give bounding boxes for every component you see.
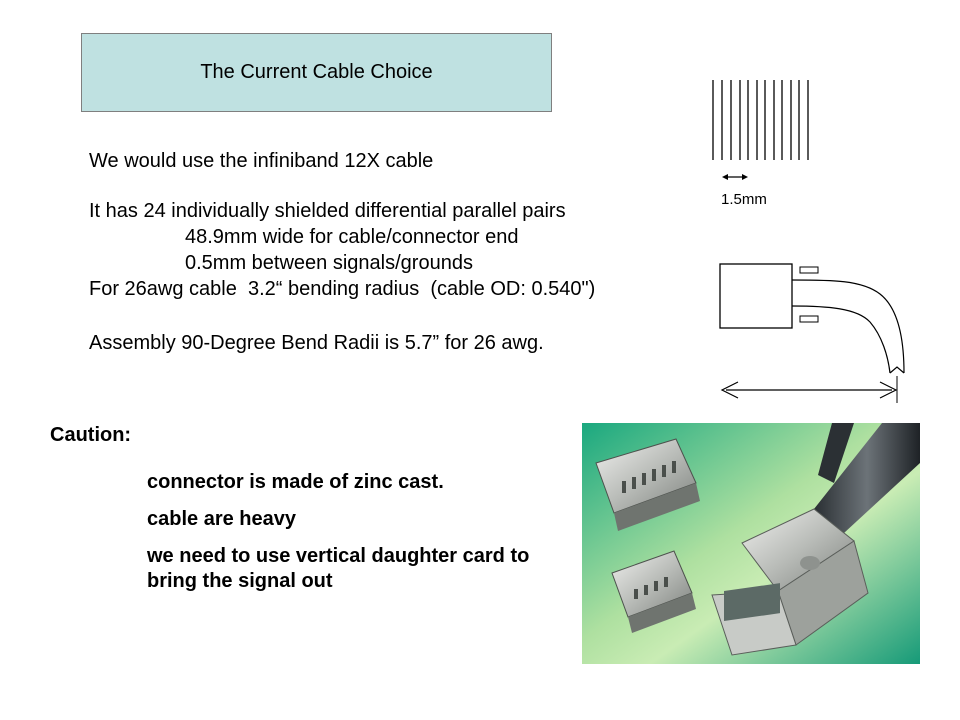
- pin-lines: [712, 80, 809, 160]
- caution-heading: Caution:: [50, 424, 132, 446]
- connector-tab-top: [799, 266, 819, 274]
- body-text: We would use the infiniband 12X cable It…: [89, 148, 709, 356]
- caution-item-zinc: connector is made of zinc cast.: [147, 471, 444, 493]
- cable-end: [889, 366, 905, 374]
- title-box: The Current Cable Choice: [81, 33, 552, 112]
- arrow-left: [720, 381, 739, 399]
- body-line-width: 48.9mm wide for cable/connector end: [185, 226, 519, 248]
- dimension-label: 1.5mm: [721, 191, 767, 208]
- arrow-right: [879, 381, 898, 399]
- body-line-cable-choice: We would use the infiniband 12X cable: [89, 150, 434, 172]
- cable-outer-curve: [791, 279, 905, 374]
- cable-inner-curve: [791, 305, 891, 374]
- caution-list: connector is made of zinc cast. cable ar…: [147, 470, 547, 606]
- page-title: The Current Cable Choice: [200, 61, 433, 83]
- body-line-assembly: Assembly 90-Degree Bend Radii is 5.7” fo…: [89, 332, 544, 354]
- body-line-spacing: 0.5mm between signals/grounds: [185, 252, 473, 274]
- dimension-arrow: [722, 174, 748, 180]
- caution-item-daughter-card: we need to use vertical daughter card to…: [147, 545, 530, 592]
- connector-photo-art: [582, 423, 920, 664]
- body-line-bend-radius: For 26awg cable 3.2“ bending radius (cab…: [89, 278, 596, 300]
- spacer: [89, 174, 709, 198]
- bend-radius-diagram: [719, 263, 905, 403]
- connector-tab-bottom: [799, 315, 819, 323]
- connector-photo: [582, 423, 920, 664]
- connector-outline: [719, 263, 793, 329]
- body-line-pairs: It has 24 individually shielded differen…: [89, 200, 566, 222]
- caution-item-heavy: cable are heavy: [147, 508, 296, 530]
- spacer: [89, 302, 709, 330]
- pin-spacing-diagram: [712, 80, 809, 180]
